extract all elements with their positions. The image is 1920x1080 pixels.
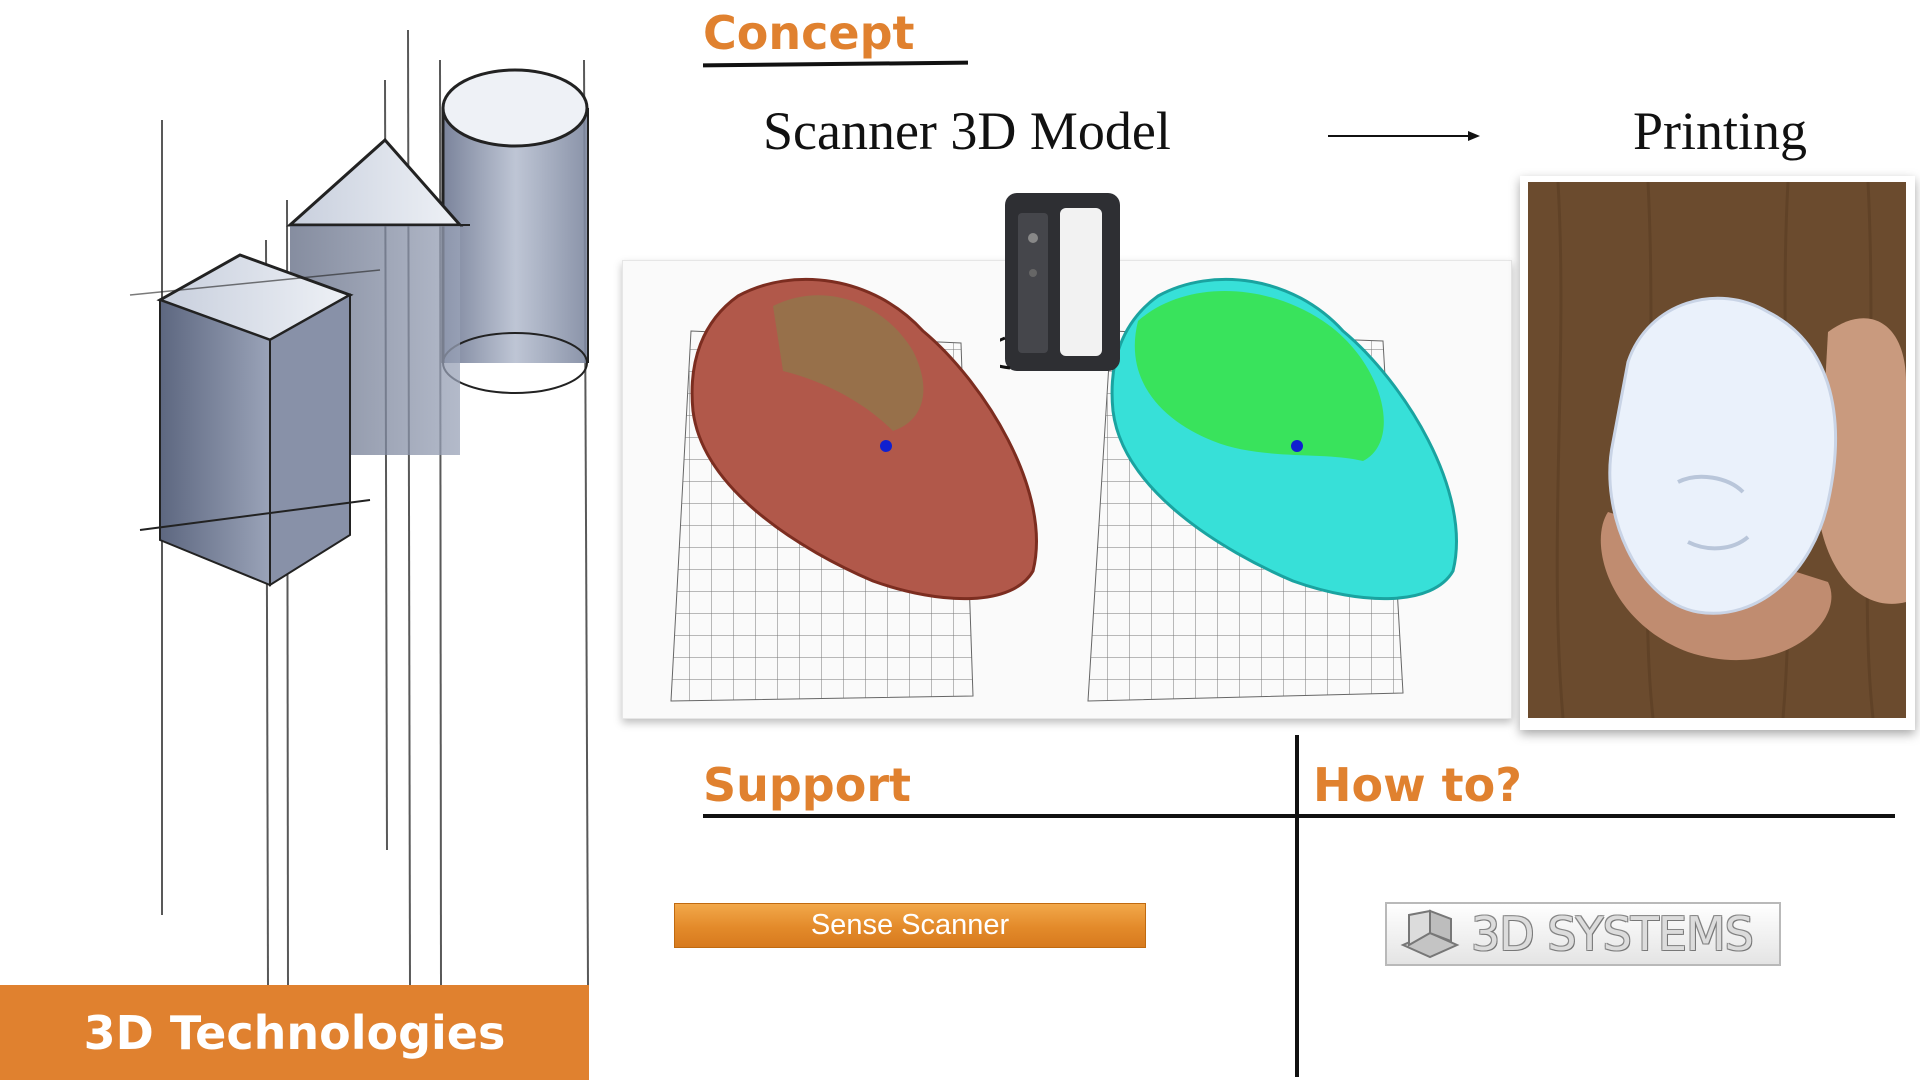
sketch-illustration	[129, 29, 589, 985]
section-divider	[1295, 735, 1299, 1077]
printing-label: Printing	[1633, 101, 1808, 161]
right-arrow-icon	[1328, 131, 1480, 141]
brand-bar: 3D Technologies	[0, 985, 589, 1080]
printed-head-photo	[1520, 176, 1915, 730]
support-title: Support	[703, 758, 912, 812]
how-to-title: How to?	[1313, 758, 1522, 812]
3d-systems-mark-icon	[1400, 909, 1460, 959]
sense-scanner-device-icon	[1000, 193, 1120, 371]
scanner-3d-model-label: Scanner 3D Model	[763, 101, 1171, 161]
brand-label: 3D Technologies	[83, 1005, 506, 1060]
scanned-models-image	[622, 260, 1512, 719]
sense-scanner-button[interactable]: Sense Scanner	[674, 903, 1146, 948]
section-underline	[703, 814, 1895, 818]
3d-systems-logo-text: 3D SYSTEMS	[1471, 907, 1754, 961]
3d-systems-logo[interactable]: 3D SYSTEMS	[1385, 902, 1781, 966]
concept-underline	[702, 60, 969, 68]
concept-title: Concept	[703, 6, 915, 60]
